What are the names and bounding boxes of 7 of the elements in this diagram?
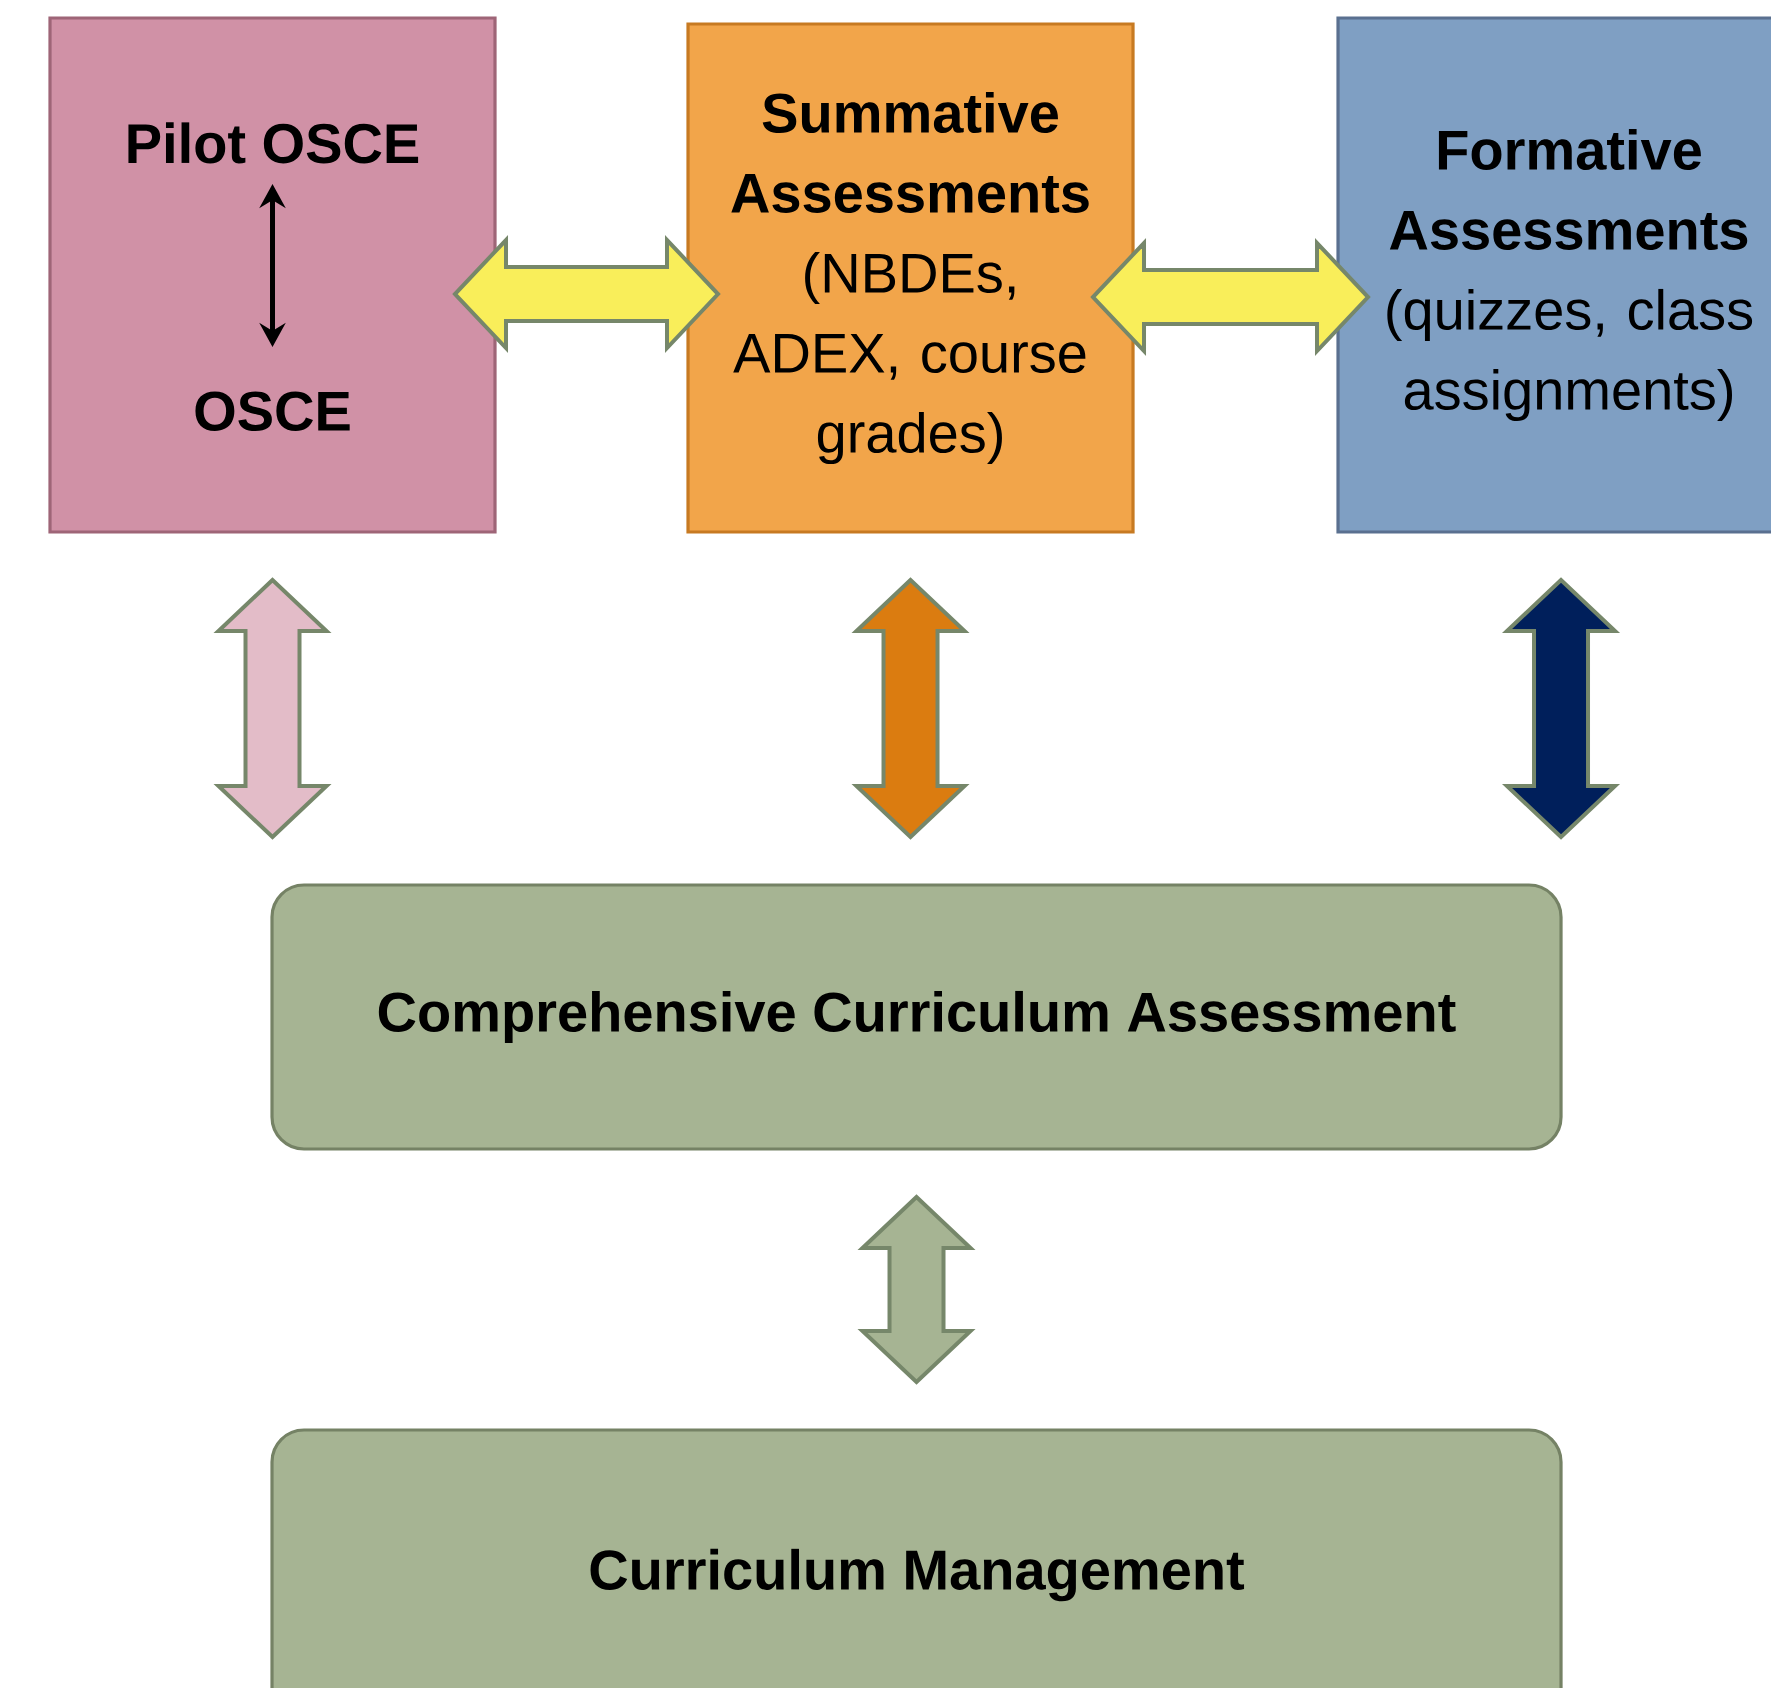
box-label: Pilot OSCE <box>128 122 419 164</box>
box-label: OSCE <box>195 391 350 431</box>
process-box: Curriculum Management <box>270 1428 1563 1688</box>
assessment-box <box>48 16 497 534</box>
assessment-box: Formative Assessments (quizzes, class assignments) <box>1336 16 1771 534</box>
process-box: Comprehensive Curriculum Assessment <box>270 883 1563 1151</box>
assessment-box: Summative Assessments (NBDEs, ADEX, course grades) <box>686 22 1135 534</box>
